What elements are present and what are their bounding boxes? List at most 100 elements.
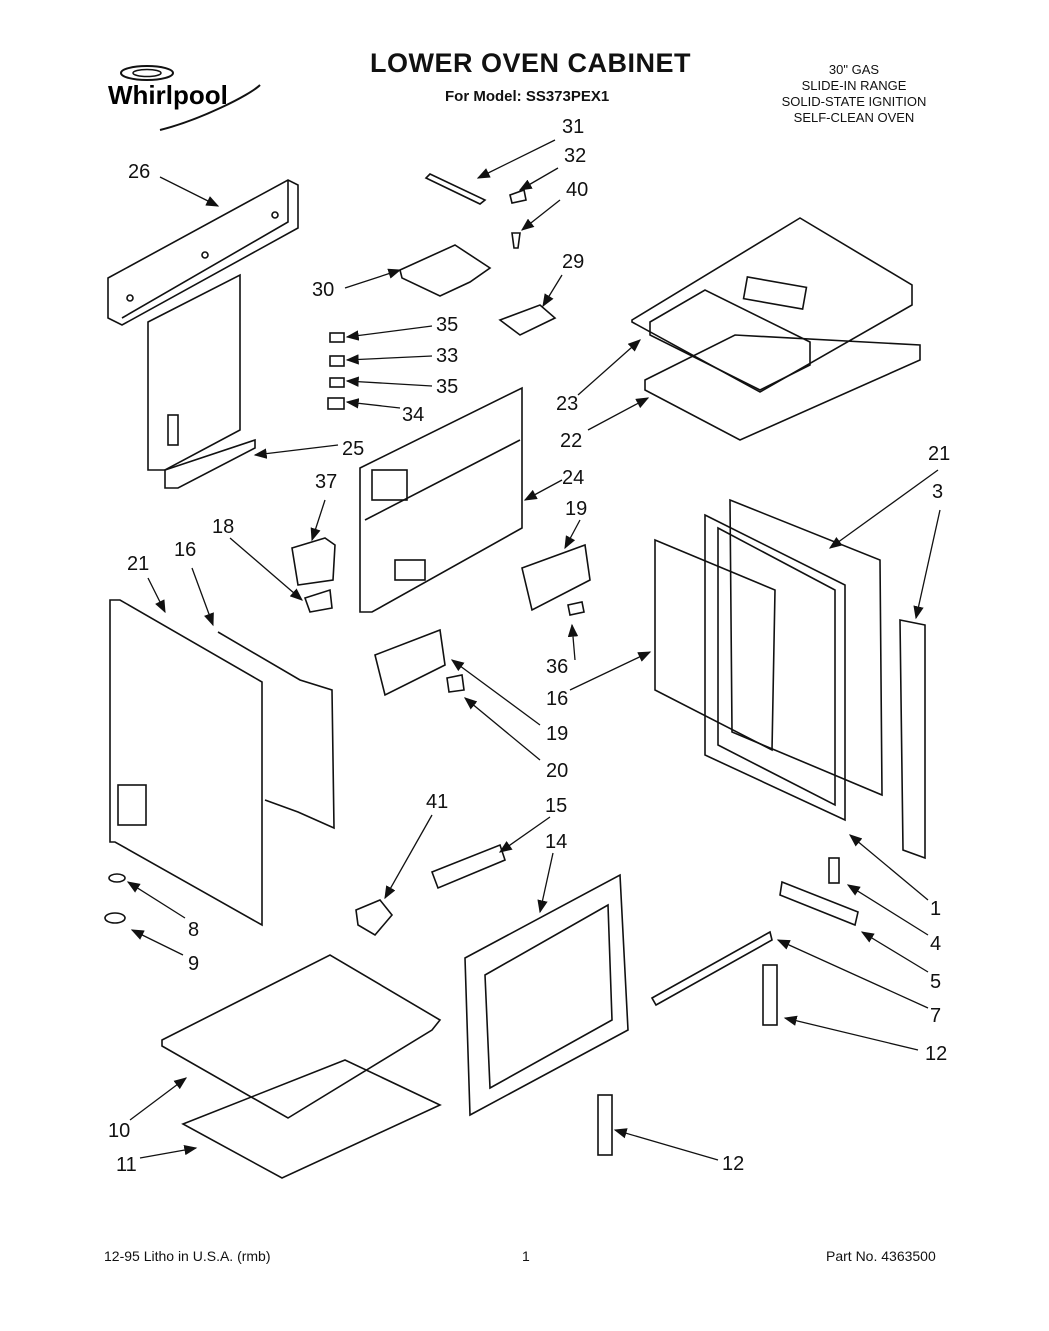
callout-9: 9 bbox=[188, 953, 199, 975]
callout-30: 30 bbox=[312, 279, 334, 301]
leader-25 bbox=[253, 444, 339, 459]
part-11-plate bbox=[181, 1059, 442, 1179]
leader-33 bbox=[345, 354, 433, 365]
leader-16-right bbox=[569, 651, 652, 691]
callout-34: 34 bbox=[402, 404, 424, 426]
part-25-side-panel bbox=[147, 273, 256, 489]
leader-19-upper bbox=[564, 519, 581, 550]
leader-26 bbox=[159, 176, 220, 207]
part-32 bbox=[509, 188, 527, 204]
callout-8: 8 bbox=[188, 919, 199, 941]
part-20 bbox=[446, 674, 465, 693]
leader-23 bbox=[577, 339, 641, 396]
footer-page-number: 1 bbox=[522, 1248, 530, 1264]
callout-25: 25 bbox=[342, 438, 364, 460]
leader-14 bbox=[537, 852, 554, 914]
callout-12a: 12 bbox=[925, 1043, 947, 1065]
leader-32 bbox=[518, 167, 559, 191]
leader-31 bbox=[476, 139, 556, 179]
part-8 bbox=[108, 873, 126, 883]
leader-24 bbox=[523, 479, 563, 501]
brand-name: Whirlpool bbox=[108, 80, 228, 110]
page-title: LOWER OVEN CABINET bbox=[370, 48, 692, 78]
part-31 bbox=[424, 173, 487, 205]
spec-line-2: SLIDE-IN RANGE bbox=[801, 78, 907, 93]
part-21-left-panel bbox=[109, 599, 263, 927]
part-41 bbox=[355, 899, 394, 937]
leader-4 bbox=[846, 884, 929, 936]
callout-37: 37 bbox=[315, 471, 337, 493]
leader-3 bbox=[913, 509, 941, 620]
callout-15: 15 bbox=[545, 795, 567, 817]
callout-41: 41 bbox=[426, 791, 448, 813]
part-29-bracket bbox=[498, 304, 557, 336]
part-14-front-frame bbox=[464, 873, 629, 1117]
leader-12-upper bbox=[783, 1015, 919, 1051]
leader-1 bbox=[849, 834, 929, 901]
leader-34 bbox=[345, 398, 401, 409]
part-23-burner-box bbox=[631, 217, 913, 393]
callout-14: 14 bbox=[545, 831, 567, 853]
callout-12b: 12 bbox=[722, 1153, 744, 1175]
leader-11 bbox=[139, 1144, 198, 1159]
leader-18 bbox=[229, 537, 303, 601]
part-35b bbox=[329, 377, 345, 388]
leader-21-right bbox=[828, 469, 939, 549]
part-30-bracket bbox=[399, 244, 492, 297]
callout-33: 33 bbox=[436, 345, 458, 367]
callout-4: 4 bbox=[930, 933, 941, 955]
callout-22: 22 bbox=[560, 430, 582, 452]
leader-10 bbox=[129, 1077, 188, 1121]
part-12-hinge-lower bbox=[597, 1094, 613, 1156]
part-36 bbox=[567, 601, 585, 616]
leader-12-lower bbox=[613, 1128, 719, 1161]
leader-5 bbox=[860, 931, 929, 973]
callout-36: 36 bbox=[546, 656, 568, 678]
part-18 bbox=[303, 588, 333, 613]
part-40-screw bbox=[511, 232, 521, 249]
part-19-bracket-upper bbox=[521, 543, 591, 612]
spec-line-3: SOLID-STATE IGNITION bbox=[781, 94, 927, 109]
callout-35b: 35 bbox=[436, 376, 458, 398]
part-3-trim bbox=[899, 619, 926, 860]
part-21-right-frame bbox=[704, 498, 883, 822]
leader-35b bbox=[345, 376, 433, 387]
leader-29 bbox=[542, 274, 563, 308]
part-22-plate bbox=[644, 334, 921, 441]
callout-18: 18 bbox=[212, 516, 234, 538]
callout-5: 5 bbox=[930, 971, 941, 993]
part-33 bbox=[329, 355, 345, 367]
callout-24: 24 bbox=[562, 467, 584, 489]
callout-11: 11 bbox=[116, 1154, 137, 1176]
part-16-left-insulation bbox=[217, 631, 335, 830]
leader-21-left bbox=[147, 577, 166, 614]
leader-20 bbox=[463, 697, 541, 761]
leader-22 bbox=[587, 397, 650, 431]
callout-16a: 16 bbox=[174, 539, 196, 561]
part-4 bbox=[828, 857, 840, 884]
spec-line-4: SELF-CLEAN OVEN bbox=[793, 110, 915, 125]
leader-35a bbox=[345, 325, 433, 341]
part-12-hinge-upper bbox=[762, 964, 778, 1026]
callout-3: 3 bbox=[932, 481, 943, 503]
leader-36 bbox=[567, 623, 579, 661]
leader-40 bbox=[520, 199, 561, 231]
leader-30 bbox=[344, 268, 402, 289]
part-19-bracket-lower bbox=[374, 628, 446, 697]
callout-26: 26 bbox=[128, 161, 150, 183]
callout-16b: 16 bbox=[546, 688, 568, 710]
leader-15 bbox=[498, 816, 551, 853]
part-24-rear-panel bbox=[359, 386, 523, 613]
leader-41 bbox=[384, 814, 433, 900]
part-15 bbox=[430, 843, 506, 890]
footer-litho: 12-95 Litho in U.S.A. (rmb) bbox=[104, 1248, 271, 1264]
callout-21b: 21 bbox=[928, 443, 950, 465]
callout-40: 40 bbox=[566, 179, 588, 201]
callout-31: 31 bbox=[562, 116, 584, 138]
leader-37 bbox=[310, 499, 326, 542]
part-37-bracket bbox=[291, 537, 336, 586]
part-26-rear-panel bbox=[107, 179, 299, 326]
callout-1: 1 bbox=[930, 898, 941, 920]
